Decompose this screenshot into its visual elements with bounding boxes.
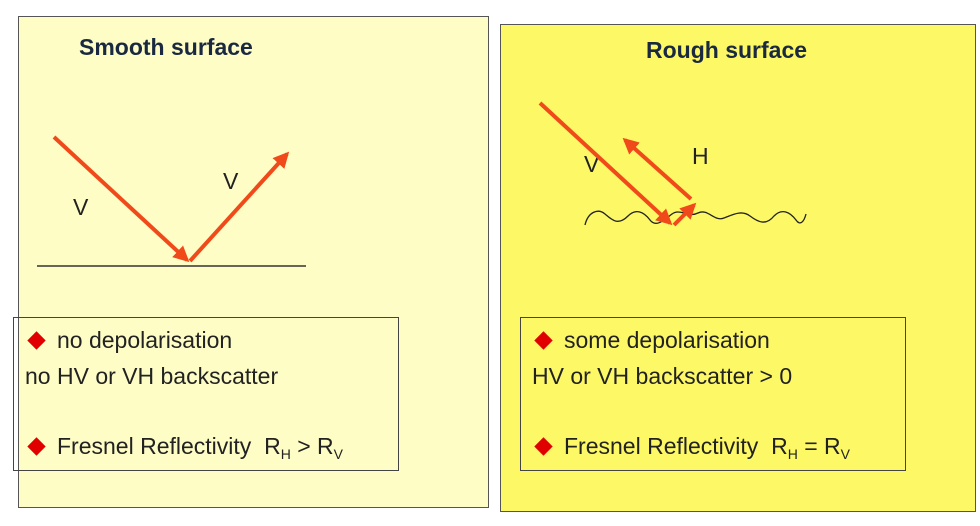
smooth-fresnel-text: Fresnel Reflectivity [57,433,252,459]
rough-fresnel-text: Fresnel Reflectivity [564,433,759,459]
bullet-diamond-icon [534,331,553,350]
smooth-surface-title: Smooth surface [79,34,253,60]
rough-bullet1-text: some depolarisation [564,327,770,353]
smooth-incident-label: V [73,194,89,220]
smooth-backscatter-line: no HV or VH backscatter [25,363,279,389]
bullet-diamond-icon [534,437,553,456]
rough-backscatter-label: H [692,143,709,169]
rough-surface-title: Rough surface [646,37,808,63]
rough-r-v: RV [824,433,850,462]
rough-bullet-depolarisation: some depolarisation [532,327,770,354]
smooth-reflected-label: V [223,168,239,194]
smooth-bullet-depolarisation: no depolarisation [25,327,232,354]
rough-incident-label: V [584,151,600,177]
smooth-operator: > [297,433,311,459]
smooth-bullet1-text: no depolarisation [57,327,233,353]
rough-operator: = [804,433,818,459]
smooth-r-v: RV [317,433,343,462]
rough-r-h: RH [771,433,798,462]
rough-notes-box [520,317,906,471]
bullet-diamond-icon [27,331,46,350]
smooth-notes-box [13,317,399,471]
rough-fresnel-line: Fresnel Reflectivity RH = RV [532,433,850,462]
rough-backscatter-line: HV or VH backscatter > 0 [532,363,793,389]
smooth-fresnel-line: Fresnel Reflectivity RH > RV [25,433,343,462]
bullet-diamond-icon [27,437,46,456]
smooth-r-h: RH [264,433,291,462]
